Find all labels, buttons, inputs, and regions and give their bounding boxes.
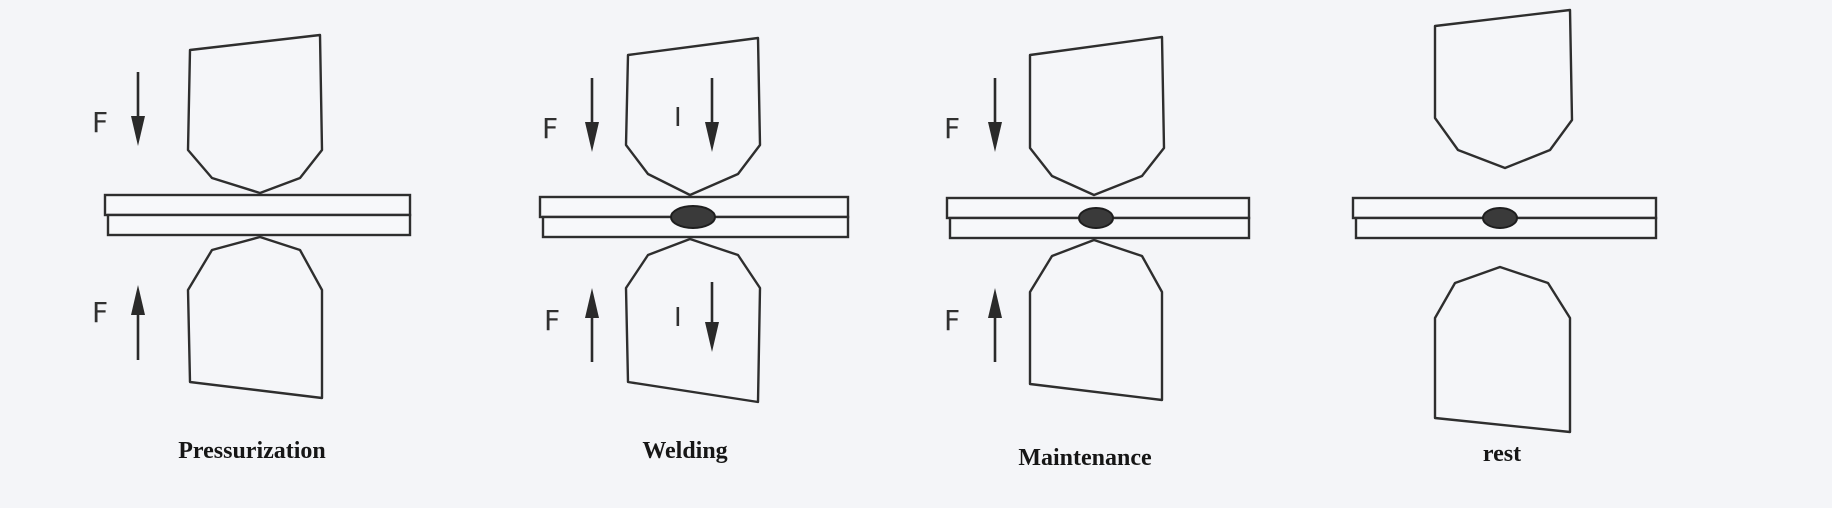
stage-label-welding: Welding	[642, 438, 728, 464]
current-arrowhead-top	[705, 122, 719, 152]
stage-rest	[1351, 8, 1658, 434]
force-arrowhead-bottom	[131, 285, 145, 315]
force-arrowhead-top	[988, 122, 1002, 152]
weld-nugget	[1482, 207, 1518, 229]
upper-plate	[103, 193, 412, 217]
force-arrowhead-bottom	[988, 288, 1002, 318]
force-label-top: F	[944, 112, 960, 145]
force-label-top: F	[542, 112, 558, 145]
upper-electrode	[624, 36, 762, 197]
force-label-bottom: F	[944, 304, 960, 337]
lower-plate	[106, 213, 412, 237]
stage-maintenance: F F	[944, 35, 1251, 402]
lower-electrode	[1433, 265, 1572, 434]
stage-label-pressurization: Pressurization	[178, 438, 326, 464]
stage-label-rest: rest	[1482, 441, 1522, 467]
upper-electrode	[186, 33, 324, 195]
lower-electrode	[186, 235, 324, 400]
force-label-bottom: F	[92, 296, 108, 329]
upper-electrode	[1433, 8, 1574, 170]
lower-electrode	[1028, 238, 1164, 402]
force-label-top: F	[92, 106, 108, 139]
current-label-bottom: I	[674, 303, 682, 333]
stage-label-maintenance: Maintenance	[1018, 445, 1152, 471]
weld-nugget	[670, 205, 716, 229]
force-arrowhead-top	[131, 116, 145, 146]
weld-nugget	[1078, 207, 1114, 229]
current-arrowhead-bottom	[705, 322, 719, 352]
stage-welding: F I F I	[538, 36, 850, 404]
lower-electrode	[624, 237, 762, 404]
current-label-top: I	[674, 103, 682, 133]
upper-electrode	[1028, 35, 1166, 197]
force-arrowhead-bottom	[585, 288, 599, 318]
stage-pressurization: F F	[92, 33, 412, 400]
force-label-bottom: F	[544, 304, 560, 337]
force-arrowhead-top	[585, 122, 599, 152]
